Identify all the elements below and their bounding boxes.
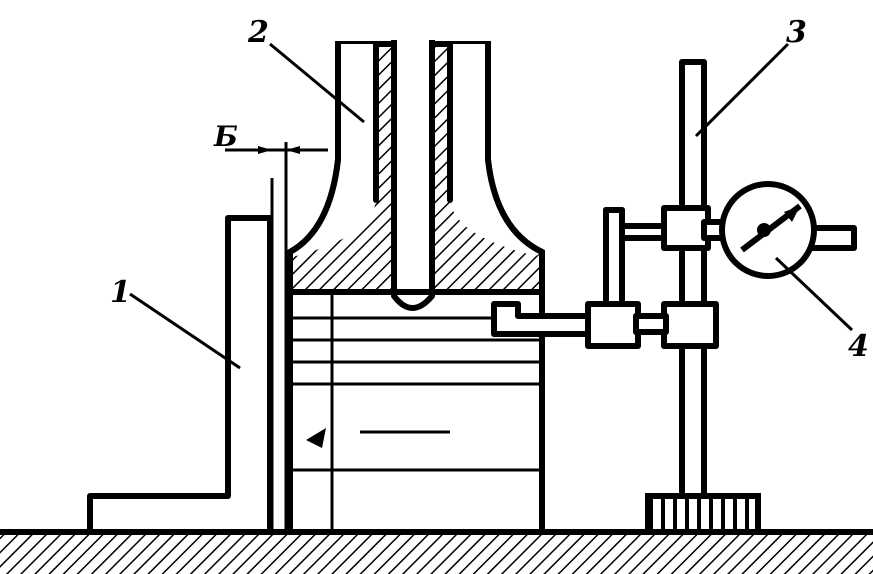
label-part-4: 4 [848, 329, 869, 364]
label-part-2: 2 [247, 15, 269, 50]
base-plate [0, 529, 873, 574]
dial-indicator [701, 181, 857, 279]
label-part-1: 1 [110, 275, 131, 310]
square-block [87, 215, 273, 535]
label-part-3: 3 [786, 15, 807, 50]
label-gap: Б [213, 120, 238, 153]
connecting-rod [287, 40, 545, 311]
leader-lines [129, 42, 854, 370]
indicator-stand [491, 59, 761, 535]
arrow-mark-icon [306, 428, 326, 448]
stand-base [645, 493, 761, 535]
dial-needle-icon [757, 223, 771, 237]
gap-indicator [225, 142, 328, 532]
